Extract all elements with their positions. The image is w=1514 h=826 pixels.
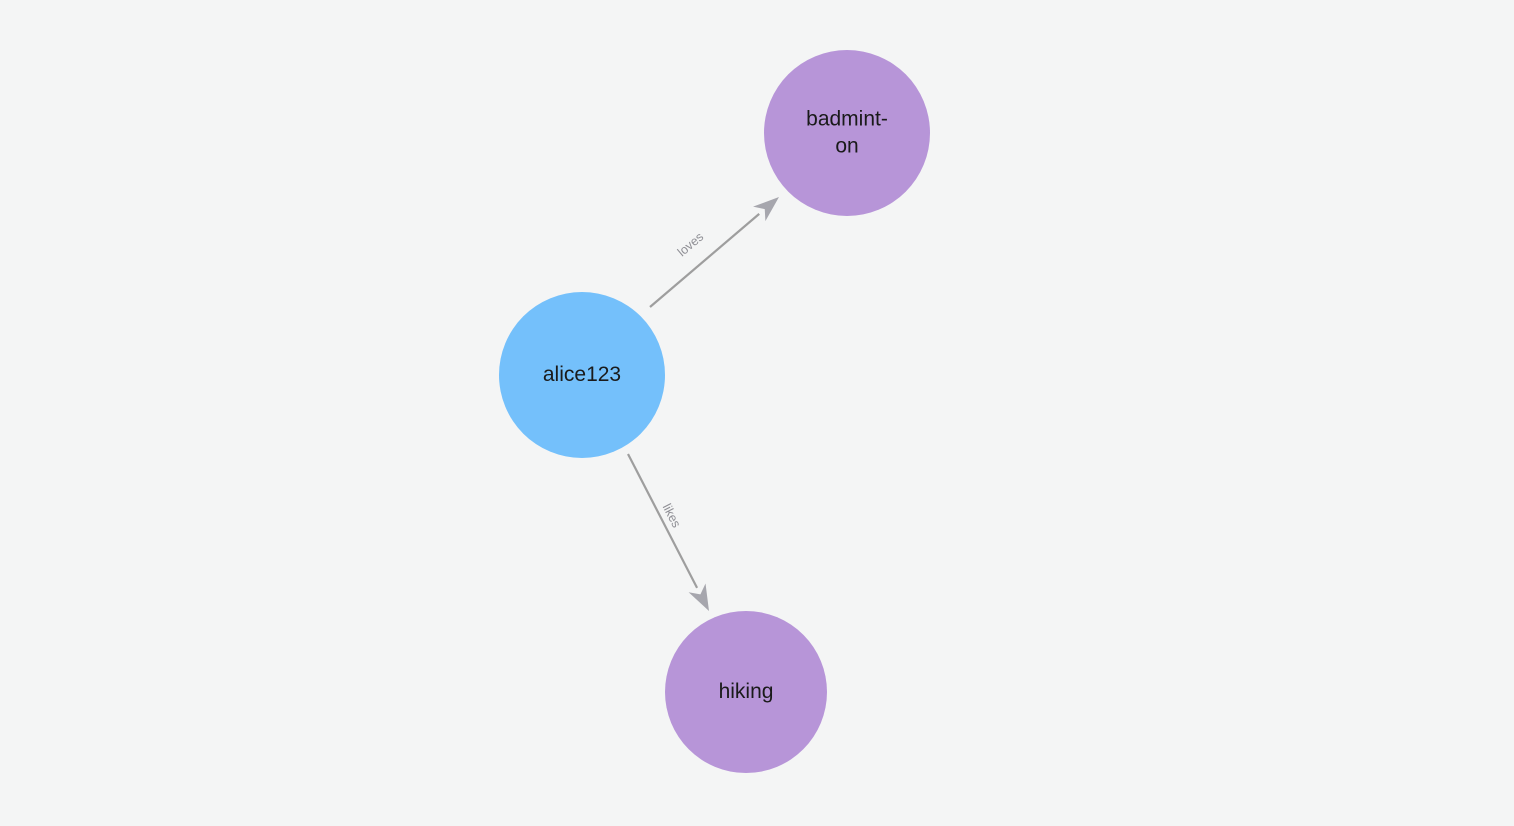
nodes-layer: alice123 badmint-on hiking [499,50,930,773]
edge-label: likes [660,501,684,530]
node-circle[interactable] [764,50,930,216]
edge-arrowhead-icon [688,583,709,611]
edge-label: loves [675,230,706,260]
edge-line [649,213,760,308]
node-circle[interactable] [499,292,665,458]
node-circle[interactable] [665,611,827,773]
edge-line [627,453,699,589]
graph-node[interactable]: badmint-on [764,50,930,216]
graph-edge[interactable]: loves [649,197,779,308]
graph-edge[interactable]: likes [627,453,709,611]
graph-node[interactable]: hiking [665,611,827,773]
edge-arrowhead-icon [753,197,779,222]
graph-node[interactable]: alice123 [499,292,665,458]
